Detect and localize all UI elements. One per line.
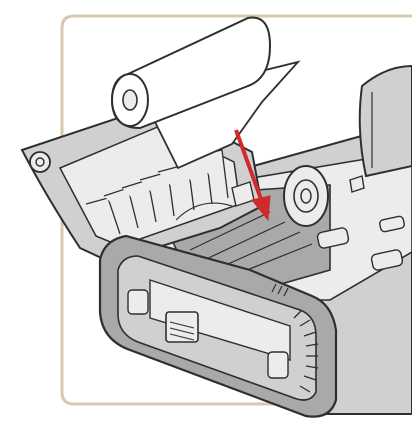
bumper-panel — [149, 279, 291, 361]
lid-hinge-knob — [29, 151, 51, 173]
arrow-head — [251, 195, 271, 222]
right-side-rectangles — [316, 215, 405, 271]
arrow-shaft — [234, 129, 264, 203]
spindle-hub — [283, 165, 329, 227]
lid-wire — [175, 202, 233, 221]
right-cover — [358, 64, 412, 178]
paper-roll-icon — [110, 16, 301, 170]
bumper-button-left — [127, 289, 149, 315]
bumper-vent — [271, 283, 289, 297]
insert-arrow-icon — [234, 129, 271, 222]
bumper-button-grip — [169, 321, 195, 341]
front-bumper — [98, 234, 338, 418]
bumper-button-right — [267, 351, 289, 379]
lid-ribs — [85, 149, 229, 235]
roll-core — [122, 89, 138, 111]
bumper-grip-ridges — [293, 309, 319, 393]
paper-guide-clip — [349, 175, 365, 193]
